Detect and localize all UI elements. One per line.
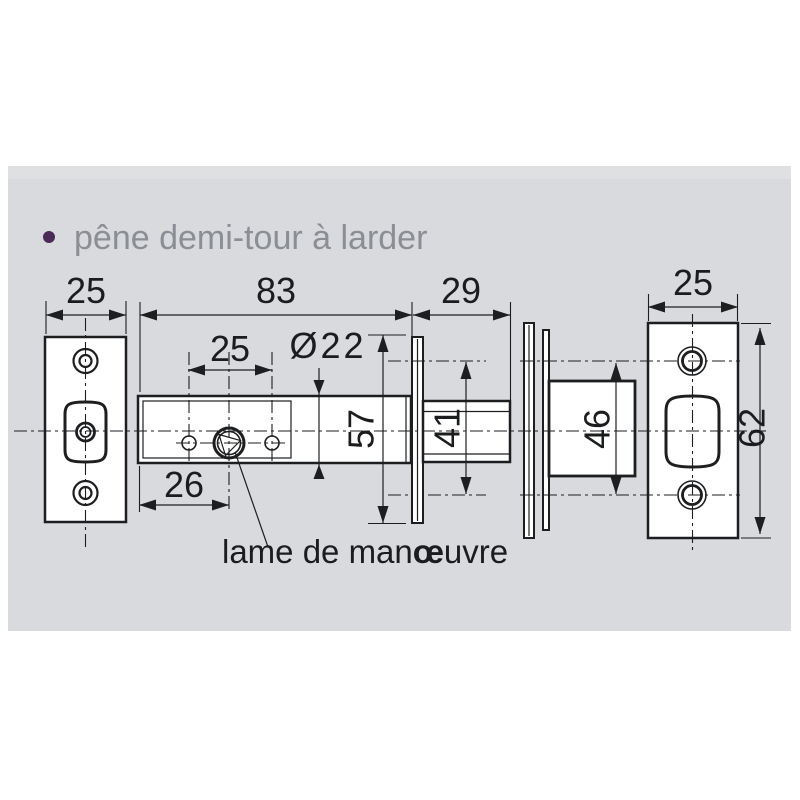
- case-fixing-hole-right: [264, 435, 280, 451]
- dim-left-plate-width: 25: [45, 270, 127, 334]
- callout-label: lame de manœuvre: [222, 533, 508, 570]
- callout-label-post: uvre: [444, 533, 508, 570]
- arrowhead-top: [460, 362, 472, 379]
- strike-dust-box: [547, 379, 637, 478]
- dim-blade-offset: 26: [138, 464, 229, 512]
- arrowhead-down: [313, 380, 325, 395]
- strike-screw-hole-bottom-inner: [681, 484, 703, 506]
- arrowhead-bottom: [377, 506, 389, 523]
- dim-strike-box-height: 46: [577, 363, 622, 494]
- blade-hub-inner: [216, 430, 242, 456]
- callout-leader-line: [234, 451, 269, 548]
- arrowhead-left: [188, 364, 205, 376]
- bullet-icon: [43, 231, 55, 243]
- dim-tube-diameter: Ø22: [289, 325, 366, 479]
- dim-value: 25: [673, 262, 713, 303]
- case-fixing-hole-left: [181, 435, 197, 451]
- bullet-header: pêne demi-tour à larder: [43, 219, 427, 257]
- dim-value: 46: [577, 409, 618, 449]
- dim-value: 83: [256, 270, 296, 311]
- screw-hole-top-outer: [72, 347, 99, 375]
- strike-plate-details: [664, 346, 721, 510]
- latch-center-hole-inner: [79, 426, 92, 438]
- callout-label-ligature: œ: [413, 533, 444, 570]
- dim-value: 25: [66, 270, 106, 311]
- callout-label-pre: lame de man: [222, 533, 413, 570]
- dim-strike-plate-width: 25: [647, 262, 739, 321]
- screw-hole-top-inner: [78, 353, 93, 369]
- arrowhead-right: [255, 364, 272, 376]
- arrowhead-up: [313, 464, 325, 479]
- arrowhead-right: [721, 301, 738, 313]
- dim-value: Ø22: [289, 325, 366, 366]
- arrowhead-right: [109, 309, 126, 321]
- arrowhead-left: [648, 301, 665, 313]
- dim-faceplate-height: 57: [341, 334, 406, 525]
- arrowhead-bottom: [610, 477, 622, 494]
- strike-screw-hole-bottom-outer: [677, 480, 707, 510]
- case-inner-plate: [142, 400, 292, 459]
- arrowhead-left: [413, 309, 430, 321]
- dim-value: 62: [732, 408, 773, 448]
- maneuver-blade-callout: lame de manœuvre: [222, 451, 508, 570]
- dim-strike-plate-height: 62: [732, 322, 773, 539]
- blade-hub-outer: [212, 426, 246, 460]
- latch-bolt-front-profile: [63, 400, 108, 464]
- dim-bolt-projection: 29: [413, 270, 512, 400]
- dim-value: 29: [441, 270, 481, 311]
- arrowhead-top: [610, 363, 622, 380]
- dim-latch-height: 41: [427, 362, 472, 494]
- arrowhead-left: [139, 499, 156, 511]
- arrowhead-right: [212, 499, 229, 511]
- dim-value: 41: [427, 408, 468, 448]
- arrowhead-top: [377, 335, 389, 352]
- dim-value: 57: [341, 409, 382, 449]
- arrowhead-left: [140, 309, 157, 321]
- arrowhead-top: [754, 328, 766, 345]
- arrowhead-right: [493, 309, 510, 321]
- left-faceplate-details: [63, 347, 108, 507]
- dim-value: 26: [164, 464, 204, 505]
- maneuver-blade-triangle: [218, 433, 242, 457]
- panel-top-strip: [8, 166, 791, 179]
- arrowhead-left: [46, 309, 63, 321]
- strike-opening-profile: [664, 394, 721, 469]
- latch-center-hole-outer: [75, 421, 96, 443]
- bullet-title: pêne demi-tour à larder: [74, 219, 427, 257]
- lock-case-details: [142, 397, 407, 462]
- screw-hole-bottom-outer: [72, 479, 99, 507]
- strike-screw-hole-top-outer: [677, 346, 707, 376]
- dim-case-length: 83: [139, 270, 413, 392]
- dim-value: 25: [210, 328, 250, 369]
- dim-hole-spacing: 25: [188, 328, 272, 376]
- arrowhead-bottom: [460, 477, 472, 494]
- strike-screw-hole-top-inner: [681, 350, 703, 372]
- screw-hole-bottom-inner: [78, 485, 93, 501]
- arrowhead-right: [395, 309, 412, 321]
- arrowhead-bottom: [754, 517, 766, 534]
